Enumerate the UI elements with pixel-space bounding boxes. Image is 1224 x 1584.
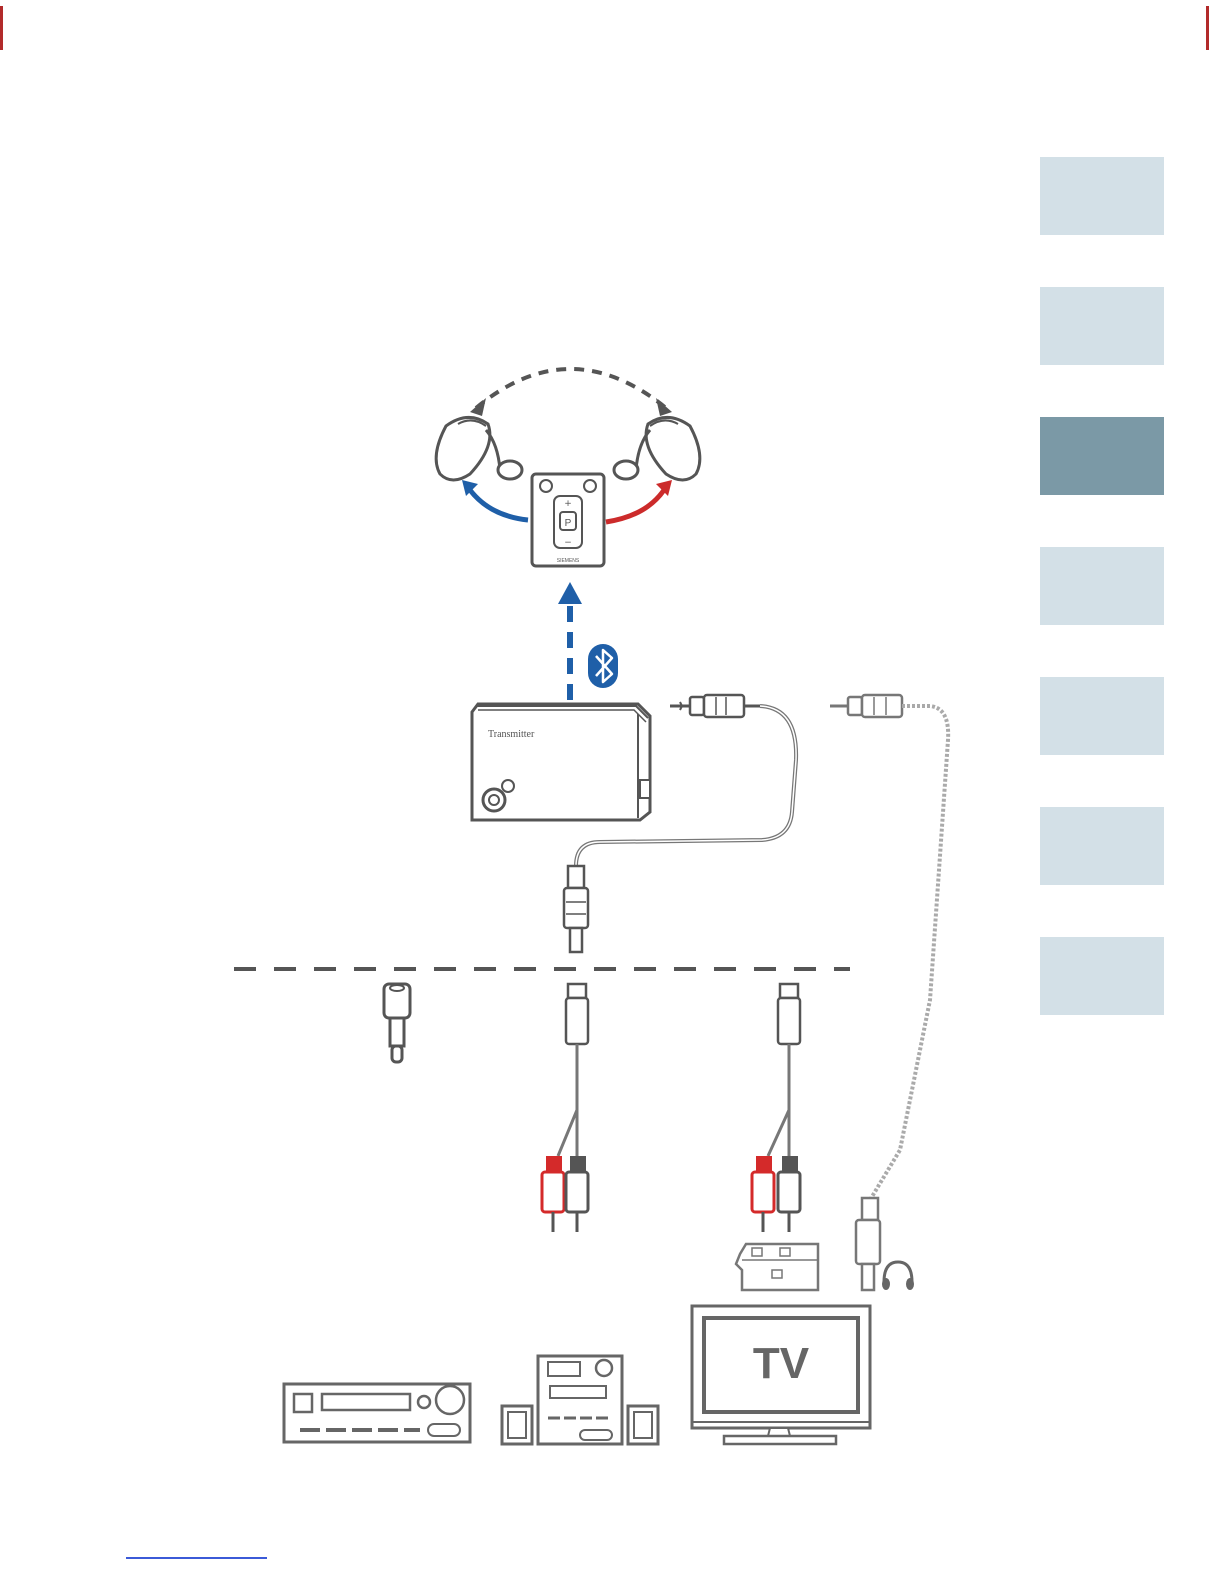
svg-text:+: + [564, 499, 572, 509]
rca-adapter-cable-2 [752, 984, 800, 1232]
television: TV [692, 1306, 870, 1444]
stream-arrow-left [470, 490, 528, 520]
rca-adapter-cable-1 [542, 984, 588, 1232]
tv-label: TV [753, 1339, 810, 1388]
arc-arrowhead-right [656, 398, 672, 416]
headphones-icon [882, 1262, 914, 1290]
scart-adapter [736, 1244, 818, 1290]
svg-text:−: − [564, 538, 572, 548]
arc-arrowhead-left [470, 398, 486, 416]
bluetooth-icon [588, 644, 618, 688]
jack-adapter [384, 984, 410, 1062]
remote-center-key: P [565, 518, 572, 529]
transmitter-device: Transmitter [472, 704, 650, 820]
remote-brand-label: SIEMENS [557, 558, 580, 564]
stream-arrow-right [606, 490, 664, 522]
bluetooth-link-arrowhead [558, 582, 582, 604]
remote-control: P + − SIEMENS [532, 474, 604, 566]
hearing-aid-right [614, 417, 700, 480]
headphone-cable [830, 695, 948, 1290]
hearing-aid-left [436, 417, 522, 480]
binaural-link-arc [476, 369, 666, 408]
transmitter-label: Transmitter [488, 729, 535, 740]
footer-link-underline[interactable] [126, 1557, 267, 1559]
av-receiver [284, 1384, 470, 1442]
hifi-stereo [502, 1356, 658, 1444]
